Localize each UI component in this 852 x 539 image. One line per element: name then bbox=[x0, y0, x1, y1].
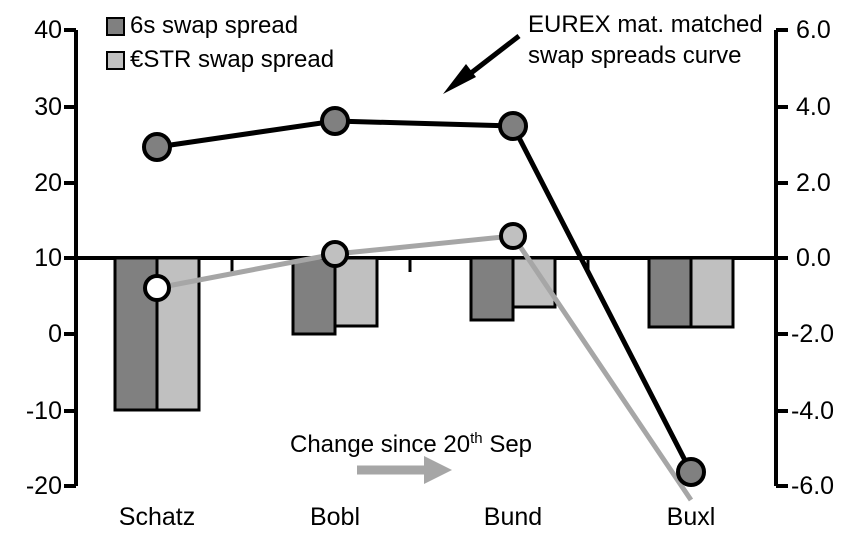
category-label-bund: Bund bbox=[483, 503, 543, 531]
change-direction-arrow-icon bbox=[357, 456, 452, 484]
legend-label-estr-swap-spread: €STR swap spread bbox=[130, 46, 335, 73]
right-axis-tick-4: 4.0 bbox=[796, 93, 831, 121]
marker-change-schatz bbox=[143, 274, 171, 302]
right-axis bbox=[774, 28, 788, 488]
change-since-ordinal: th bbox=[470, 430, 483, 447]
marker-eurex-bobl bbox=[320, 106, 350, 136]
bar-estr-bobl bbox=[333, 256, 379, 328]
right-axis-tick-neg2: -2.0 bbox=[791, 320, 835, 348]
line-change-since-20sep bbox=[156, 233, 694, 502]
bar-6s-bobl bbox=[291, 256, 337, 336]
bar-estr-buxl bbox=[689, 256, 735, 329]
left-axis-tick-20: 20 bbox=[34, 169, 62, 197]
right-axis-tick-0: 0.0 bbox=[796, 244, 831, 272]
marker-eurex-schatz bbox=[142, 132, 172, 162]
marker-eurex-buxl bbox=[676, 457, 706, 487]
right-axis-tick-neg6: -6.0 bbox=[791, 472, 835, 500]
bar-6s-buxl bbox=[647, 256, 693, 329]
legend-item-estr-swap-spread[interactable]: €STR swap spread bbox=[106, 48, 334, 72]
left-axis bbox=[64, 28, 78, 488]
left-axis-tick-10: 10 bbox=[34, 244, 62, 272]
legend-item-6s-swap-spread[interactable]: 6s swap spread bbox=[106, 14, 298, 38]
legend-label-6s-swap-spread: 6s swap spread bbox=[130, 12, 299, 39]
curve-callout-line1: EUREX mat. matched bbox=[528, 11, 763, 38]
curve-callout-line2: swap spreads curve bbox=[528, 42, 742, 69]
legend-swatch-estr-swap-spread bbox=[106, 50, 125, 70]
right-axis-tick-6: 6.0 bbox=[796, 16, 831, 44]
change-since-prefix: Change since 20 bbox=[290, 431, 471, 458]
bar-6s-bund bbox=[469, 256, 515, 322]
left-axis-tick-0: 0 bbox=[48, 320, 62, 348]
callout-arrow-icon bbox=[443, 34, 521, 94]
left-axis-tick-neg10: -10 bbox=[25, 397, 62, 425]
category-label-buxl: Buxl bbox=[666, 503, 716, 531]
left-axis-tick-40: 40 bbox=[34, 16, 62, 44]
change-since-note: Change since 20th Sep bbox=[290, 430, 532, 459]
right-axis-tick-2: 2.0 bbox=[796, 169, 831, 197]
category-label-bobl: Bobl bbox=[309, 503, 361, 531]
change-since-suffix: Sep bbox=[482, 431, 533, 458]
line-eurex-swap-spreads-curve bbox=[156, 118, 694, 474]
left-axis-tick-neg20: -20 bbox=[25, 472, 62, 500]
legend-swatch-6s-swap-spread bbox=[106, 16, 125, 36]
marker-change-bund bbox=[499, 222, 527, 250]
right-axis-tick-neg4: -4.0 bbox=[791, 397, 835, 425]
left-axis-tick-30: 30 bbox=[34, 93, 62, 121]
category-label-schatz: Schatz bbox=[118, 503, 196, 531]
marker-eurex-bund bbox=[498, 111, 528, 141]
marker-change-bobl bbox=[321, 240, 349, 268]
